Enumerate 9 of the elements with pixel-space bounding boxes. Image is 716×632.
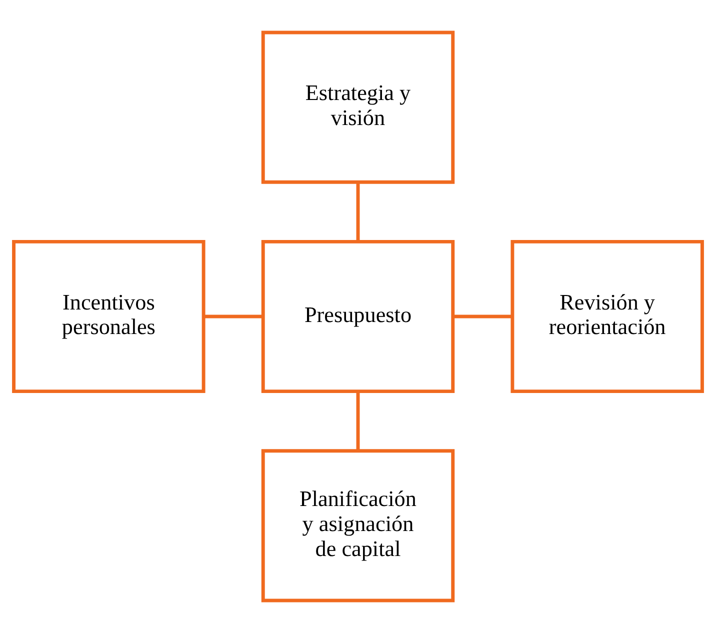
- node-box: Planificación y asignación de capital: [261, 448, 455, 602]
- node-box: Presupuesto: [261, 239, 455, 393]
- node-box: Revisión y reorientación: [510, 239, 704, 393]
- connector: [204, 314, 263, 318]
- connector: [356, 182, 360, 241]
- connector: [452, 314, 512, 318]
- node-box: Estrategia y visión: [261, 30, 455, 184]
- node-box: Incentivos personales: [12, 239, 206, 393]
- connector: [356, 391, 360, 450]
